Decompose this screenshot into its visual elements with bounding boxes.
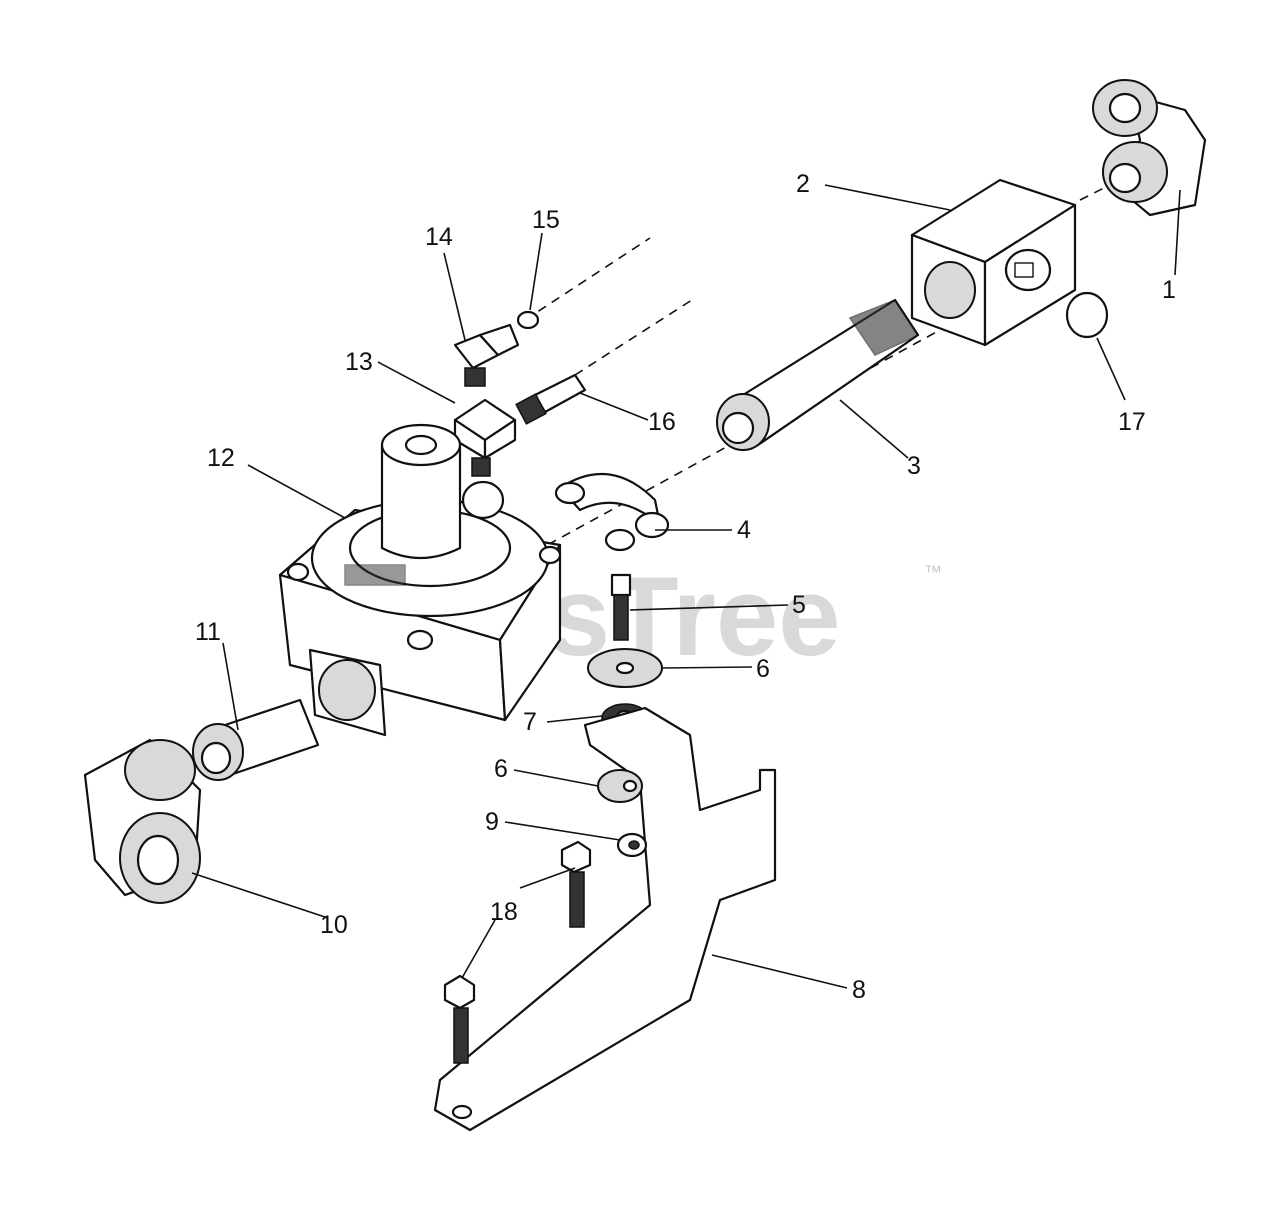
leader-lines xyxy=(191,184,1181,989)
callout-label-5: 5 xyxy=(792,591,806,619)
callout-label-14: 14 xyxy=(425,223,453,251)
part-15-plug xyxy=(516,310,540,330)
watermark-trademark: ™ xyxy=(924,562,942,582)
part-8-bracket xyxy=(433,706,777,1132)
part-6-washer-upper xyxy=(587,648,663,688)
part-4-clamp xyxy=(554,473,670,552)
part-11-short-nipple xyxy=(192,698,320,781)
part-18-bolt-lower xyxy=(443,974,476,1064)
callout-label-6-lower: 6 xyxy=(494,755,508,783)
callout-label-2: 2 xyxy=(796,170,810,198)
callout-label-11: 11 xyxy=(195,618,221,646)
callout-label-18: 18 xyxy=(490,898,518,926)
part-10-elbow xyxy=(83,738,202,904)
part-5-bolt xyxy=(610,573,632,641)
part-3-long-nipple xyxy=(716,298,920,451)
part-17-gasket xyxy=(1065,291,1109,339)
callout-label-3: 3 xyxy=(907,452,921,480)
callout-label-7: 7 xyxy=(523,708,537,736)
callout-label-4: 4 xyxy=(737,516,751,544)
callout-labels: 1 2 3 4 5 6 6 7 8 9 10 11 12 13 14 15 16… xyxy=(195,170,1176,1004)
callout-label-16: 16 xyxy=(648,408,676,436)
part-18-bolt-upper xyxy=(560,840,592,928)
part-12-regulator xyxy=(278,423,562,737)
callout-label-17: 17 xyxy=(1118,408,1146,436)
part-9-nut xyxy=(616,832,648,858)
callout-label-6-upper: 6 xyxy=(756,655,770,683)
part-1-street-elbow xyxy=(1092,79,1207,217)
part-13-elbow xyxy=(453,398,517,477)
callout-label-13: 13 xyxy=(345,348,373,376)
callout-label-8: 8 xyxy=(852,976,866,1004)
part-6-washer-lower xyxy=(597,769,643,803)
callout-label-1: 1 xyxy=(1162,276,1176,304)
callout-label-12: 12 xyxy=(207,444,235,472)
callout-label-10: 10 xyxy=(320,911,348,939)
part-14-elbow-fitting xyxy=(453,323,520,387)
callout-label-15: 15 xyxy=(532,206,560,234)
callout-label-9: 9 xyxy=(485,808,499,836)
part-16-barbed-fitting xyxy=(515,373,587,425)
part-2-block-fitting xyxy=(910,178,1077,347)
